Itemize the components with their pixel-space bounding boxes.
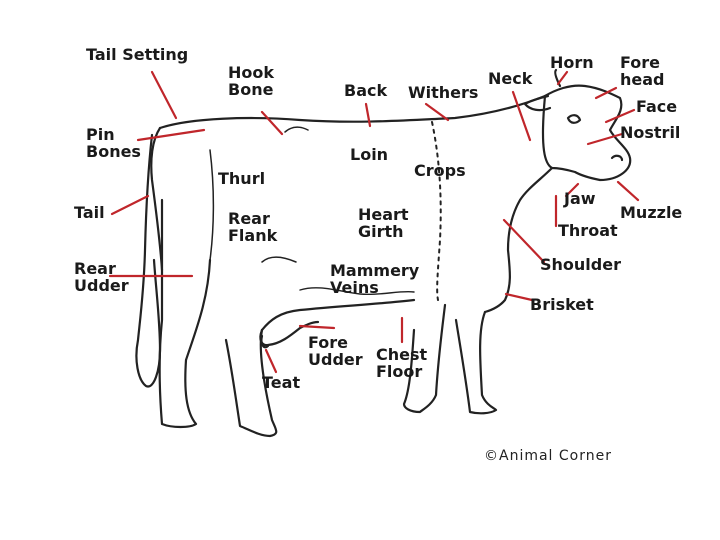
label-tail: Tail xyxy=(74,204,105,221)
label-thurl: Thurl xyxy=(218,170,265,187)
cow-crops-line xyxy=(432,122,441,300)
label-back: Back xyxy=(344,82,387,99)
cow-head-outline xyxy=(543,86,630,180)
label-fore-udder: Fore Udder xyxy=(308,334,363,368)
label-nostril: Nostril xyxy=(620,124,680,141)
pointer-brisket xyxy=(506,294,532,300)
label-teat: Teat xyxy=(262,374,300,391)
copyright-text: ©Animal Corner xyxy=(484,448,612,464)
pointer-neck xyxy=(513,92,530,140)
label-forehead: Fore head xyxy=(620,54,665,88)
cow-flank-line xyxy=(262,257,296,262)
label-tail-setting: Tail Setting xyxy=(86,46,188,63)
label-brisket: Brisket xyxy=(530,296,594,313)
label-jaw: Jaw xyxy=(564,190,596,207)
label-chest-floor: Chest Floor xyxy=(376,346,427,380)
cow-tail xyxy=(136,135,160,387)
pointer-fore-udder xyxy=(300,326,334,328)
cow-neck-outline xyxy=(485,168,552,312)
pointer-muzzle xyxy=(618,182,638,200)
label-withers: Withers xyxy=(408,84,478,101)
cow-ear xyxy=(525,96,550,110)
label-shoulder: Shoulder xyxy=(540,256,621,273)
cow-front-leg-outer xyxy=(456,312,496,413)
cow-belly-outline xyxy=(262,300,414,330)
cow-rump-outline xyxy=(151,128,162,270)
cow-hook-bone-mark xyxy=(285,127,308,132)
label-neck: Neck xyxy=(488,70,532,87)
cow-nostril xyxy=(612,156,622,160)
cow-rear-leg-back xyxy=(160,200,210,427)
cow-thigh-line xyxy=(210,150,213,260)
cow-eye xyxy=(568,115,580,123)
pointer-tail-setting xyxy=(152,72,176,118)
pointer-shoulder xyxy=(504,220,544,262)
label-loin: Loin xyxy=(350,146,388,163)
label-rear-flank: Rear Flank xyxy=(228,210,277,244)
label-throat: Throat xyxy=(558,222,618,239)
label-horn: Horn xyxy=(550,54,594,71)
label-rear-udder: Rear Udder xyxy=(74,260,129,294)
label-mammery-veins: Mammery Veins xyxy=(330,262,419,296)
label-heart-girth: Heart Girth xyxy=(358,206,409,240)
cow-back-outline xyxy=(160,96,545,128)
label-crops: Crops xyxy=(414,162,466,179)
pointer-horn xyxy=(558,72,567,84)
pointer-tail xyxy=(112,196,148,214)
pointer-pin-bones xyxy=(138,130,204,140)
pointer-hook-bone xyxy=(262,112,282,134)
label-pin-bones: Pin Bones xyxy=(86,126,141,160)
pointer-teat xyxy=(266,350,276,372)
pointer-withers xyxy=(426,104,448,120)
label-muzzle: Muzzle xyxy=(620,204,682,221)
label-face: Face xyxy=(636,98,677,115)
label-hook-bone: Hook Bone xyxy=(228,64,274,98)
